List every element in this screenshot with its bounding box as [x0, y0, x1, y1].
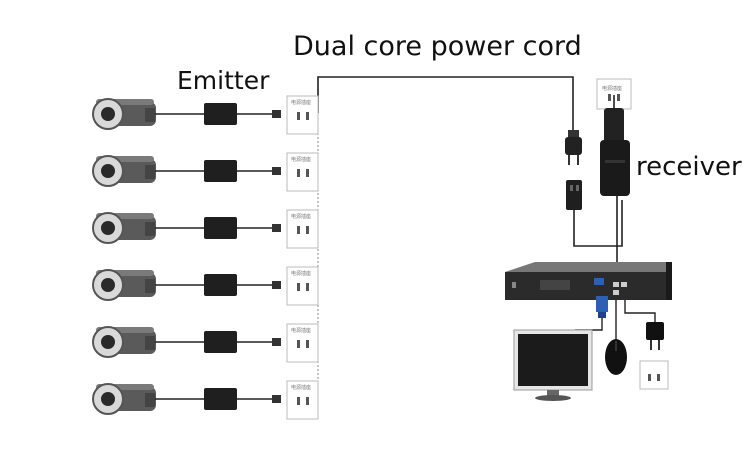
vga-cable — [575, 318, 603, 331]
camera-row: 电源插座 — [92, 95, 319, 135]
power-plug-icon — [565, 130, 582, 165]
camera-row: 电源插座 — [92, 380, 319, 420]
wall-outlet-icon: 电源插座 — [286, 95, 319, 135]
camera-row: 电源插座 — [92, 266, 319, 306]
camera-icon — [92, 155, 156, 187]
emitter-label: Emitter — [177, 66, 270, 95]
plug-icon — [272, 281, 281, 289]
plug-icon — [272, 167, 281, 175]
power-adapter-icon — [600, 108, 630, 196]
outlet-plate-text: 电源插座 — [291, 270, 311, 277]
camera-icon — [92, 269, 156, 301]
mouse-icon — [605, 339, 627, 375]
monitor-icon — [513, 329, 593, 401]
camera-row: 电源插座 — [92, 152, 319, 192]
wall-outlet-icon: 电源插座 — [286, 152, 319, 192]
plug-icon — [272, 224, 281, 232]
emitter-adapter-icon — [204, 103, 237, 125]
receiver-label: receiver — [636, 152, 742, 182]
camera-row: 电源插座 — [92, 209, 319, 249]
wall-outlet-icon: 电源插座 — [286, 380, 319, 420]
emitter-adapter-icon — [204, 160, 237, 182]
nvr-icon — [505, 262, 672, 300]
nvr-power-cable — [624, 300, 656, 322]
emitter-adapter-icon — [204, 331, 237, 353]
wall-outlet-icon: 电源插座 — [286, 209, 319, 249]
power-cord-label: Dual core power cord — [293, 31, 582, 62]
power-cord-line — [317, 76, 574, 130]
emitter-adapter-icon — [204, 217, 237, 239]
outlet-plate-text: 电源插座 — [291, 384, 311, 391]
outlet-plate-text: 电源插座 — [602, 85, 622, 92]
outlet-plate-text: 电源插座 — [291, 156, 311, 163]
camera-row: 电源插座 — [92, 323, 319, 363]
emitter-adapter-icon — [204, 274, 237, 296]
camera-icon — [92, 326, 156, 358]
camera-icon — [92, 383, 156, 415]
outlet-plate-text: 电源插座 — [291, 99, 311, 106]
wall-outlet-icon: 电源插座 — [286, 323, 319, 363]
camera-icon — [92, 212, 156, 244]
small-plug-icon — [646, 322, 664, 350]
vga-connector-icon — [596, 296, 608, 318]
emitter-adapter-icon — [204, 388, 237, 410]
female-socket-icon — [566, 180, 582, 210]
plug-icon — [272, 338, 281, 346]
receiver-cord — [573, 200, 623, 247]
wall-outlet-bottom — [639, 360, 669, 390]
plug-icon — [272, 110, 281, 118]
plug-icon — [272, 395, 281, 403]
outlet-plate-text: 电源插座 — [291, 327, 311, 334]
wall-outlet-icon: 电源插座 — [286, 266, 319, 306]
camera-icon — [92, 98, 156, 130]
outlet-plate-text: 电源插座 — [291, 213, 311, 220]
